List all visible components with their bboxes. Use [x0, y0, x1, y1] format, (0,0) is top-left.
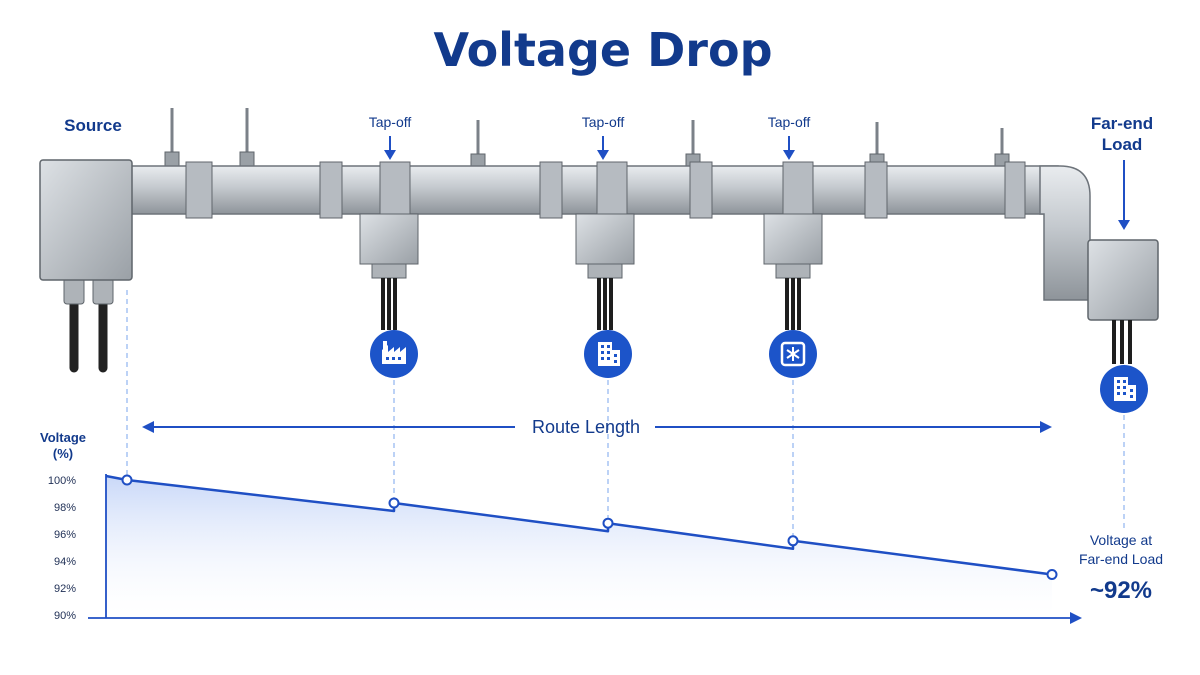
y-tick-label: 96%: [54, 529, 76, 541]
busway-illustration: [39, 108, 1159, 373]
busway-duct: [127, 165, 1059, 215]
y-axis-title-line2: (%): [53, 446, 73, 461]
result-value: ~92%: [1090, 577, 1152, 604]
tapoff-arrows: [384, 136, 795, 160]
route-length-label: Route Length: [532, 417, 640, 437]
office-building-icon: [584, 330, 632, 378]
voltage-point: [1046, 569, 1058, 580]
tapoff-label-1: Tap-off: [369, 114, 412, 130]
far-end-enclosure: [1087, 239, 1159, 321]
far-end-arrow: [1118, 160, 1130, 230]
y-tick-label: 94%: [54, 556, 76, 568]
far-end-label-line1: Far-end: [1091, 114, 1153, 133]
tapoff-labels: Tap-off Tap-off Tap-off: [369, 114, 811, 130]
tapoff-label-3: Tap-off: [768, 114, 811, 130]
result-label-line2: Far-end Load: [1079, 551, 1163, 567]
y-axis-title-line1: Voltage: [40, 430, 86, 445]
voltage-point: [388, 497, 400, 509]
tapoff-box-3: [763, 213, 823, 330]
voltage-point: [787, 535, 799, 547]
factory-icon: [370, 330, 418, 378]
far-end-label-line2: Load: [1102, 135, 1143, 154]
chart-axes: [88, 474, 1082, 624]
hanger-rods: [170, 108, 1004, 160]
y-tick-label: 90%: [54, 610, 76, 622]
office-building-icon: [1100, 365, 1148, 413]
voltage-area-fill: [106, 476, 1052, 615]
y-tick-label: 100%: [48, 475, 76, 487]
voltage-point: [602, 517, 614, 529]
voltage-point: [121, 474, 133, 486]
tapoff-box-1: [359, 213, 419, 330]
busway-elbow: [1039, 165, 1091, 301]
tapoff-label-2: Tap-off: [582, 114, 625, 130]
y-tick-label: 92%: [54, 583, 76, 595]
joint-couplers: [185, 161, 1026, 219]
source-enclosure: [39, 159, 133, 281]
source-label: Source: [64, 116, 122, 135]
y-tick-label: 98%: [54, 502, 76, 514]
y-axis-tick-labels: 100% 98% 96% 94% 92% 90%: [48, 475, 76, 622]
route-length-arrow: Route Length: [142, 417, 1052, 437]
voltage-points: [121, 474, 1058, 580]
page-title: Voltage Drop: [433, 23, 772, 77]
tapoff-box-2: [575, 213, 635, 330]
hvac-unit-icon: [769, 330, 817, 378]
guide-lines: [126, 290, 1125, 536]
result-label-line1: Voltage at: [1090, 532, 1152, 548]
